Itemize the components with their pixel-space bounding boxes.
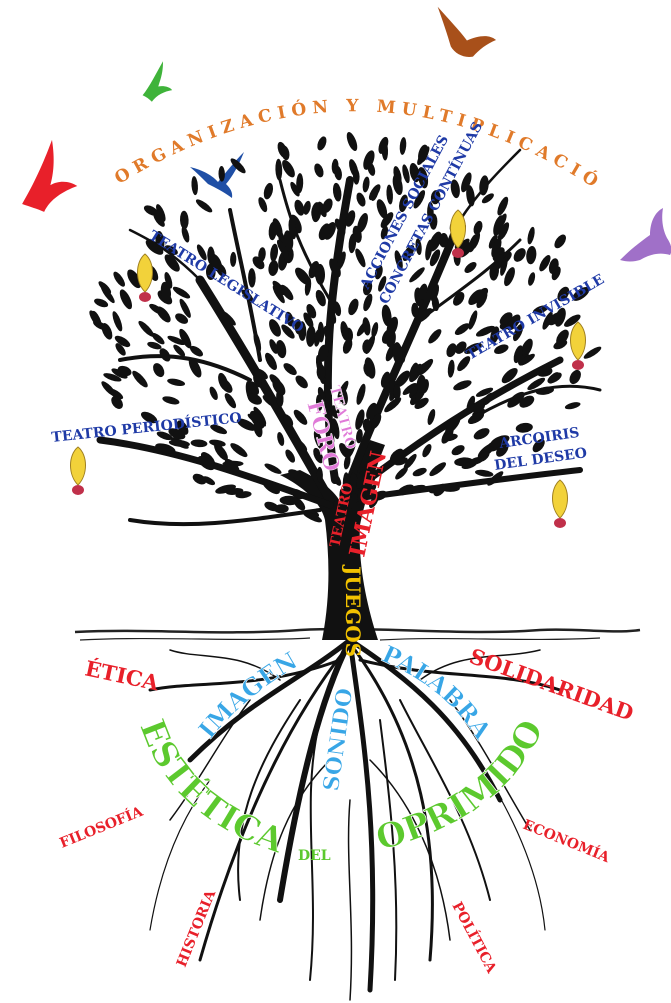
leaf bbox=[564, 401, 581, 411]
leaf bbox=[399, 137, 407, 155]
leaf bbox=[87, 309, 104, 330]
leaf bbox=[527, 271, 537, 286]
leaf bbox=[161, 395, 180, 406]
leaf bbox=[447, 359, 455, 378]
leaf bbox=[293, 373, 310, 390]
leaf bbox=[208, 385, 220, 401]
green-bird-icon bbox=[137, 61, 173, 104]
leaf bbox=[332, 182, 343, 202]
leaf bbox=[412, 466, 428, 478]
leaf bbox=[283, 448, 297, 464]
leaf bbox=[401, 164, 411, 184]
leaf bbox=[526, 226, 536, 245]
label-imagen-root: IMAGEN bbox=[192, 646, 302, 744]
leaf bbox=[190, 439, 207, 448]
leaf bbox=[276, 431, 286, 446]
leaf bbox=[567, 368, 583, 386]
label-historia: HISTORIA bbox=[174, 887, 220, 970]
leaf bbox=[191, 472, 208, 487]
label-politica: POLÍTICA bbox=[448, 898, 501, 976]
leaf bbox=[130, 369, 150, 390]
leaf bbox=[267, 260, 279, 277]
leaf bbox=[370, 321, 379, 338]
leaf bbox=[171, 285, 191, 301]
leaf bbox=[427, 460, 447, 478]
leaf bbox=[111, 270, 127, 288]
leaf bbox=[93, 297, 109, 309]
leaf bbox=[136, 319, 156, 339]
cashew-fruit-icon bbox=[71, 447, 86, 495]
leaf bbox=[426, 327, 443, 345]
leaf bbox=[463, 260, 479, 275]
leaf bbox=[111, 310, 125, 332]
leaf bbox=[248, 268, 256, 288]
leaf bbox=[345, 131, 360, 153]
leaf bbox=[341, 337, 354, 355]
title-arc: ORGANIZACIÓN Y MULTIPLICACIÓN bbox=[0, 0, 607, 195]
leaf bbox=[180, 225, 191, 243]
cashew-fruit-icon bbox=[138, 254, 153, 302]
leaf bbox=[263, 462, 283, 476]
leaf bbox=[223, 391, 239, 409]
leaf bbox=[262, 182, 274, 200]
leaf bbox=[426, 408, 437, 426]
leaf bbox=[355, 383, 368, 406]
leaf bbox=[99, 379, 117, 398]
label-solidaridad: SOLIDARIDAD bbox=[466, 643, 637, 726]
leaf bbox=[495, 195, 510, 217]
leaf bbox=[194, 197, 214, 214]
leaf bbox=[263, 351, 280, 372]
label-teatro-invisible: TEATRO INVISIBLE bbox=[464, 272, 607, 364]
leaf bbox=[361, 293, 374, 313]
leaf bbox=[346, 297, 360, 316]
leaf bbox=[228, 441, 249, 460]
label-filosofia: FILOSOFÍA bbox=[57, 802, 147, 852]
leaf bbox=[552, 232, 568, 250]
label-economia: ECONOMÍA bbox=[521, 815, 614, 867]
cashew-fruit-icon bbox=[451, 210, 466, 258]
leaf bbox=[386, 184, 394, 204]
cashew-fruit-icon bbox=[553, 480, 568, 528]
leaf bbox=[511, 246, 528, 264]
label-etica: ÉTICA bbox=[83, 655, 162, 695]
leaf bbox=[355, 191, 368, 207]
blue-bird-icon bbox=[190, 152, 244, 198]
brown-bird-icon bbox=[427, 7, 500, 64]
leaf bbox=[281, 361, 298, 377]
leaf bbox=[475, 469, 494, 478]
leaf bbox=[452, 378, 473, 392]
leaf bbox=[391, 173, 405, 196]
leaf bbox=[275, 159, 283, 181]
leaf bbox=[230, 252, 237, 267]
red-bird-icon bbox=[5, 137, 82, 218]
purple-bird-icon bbox=[620, 208, 671, 262]
leaf bbox=[316, 135, 329, 152]
label-del: DEL bbox=[298, 848, 331, 864]
leaf bbox=[167, 377, 186, 387]
leaf bbox=[525, 245, 537, 264]
leaf bbox=[353, 247, 367, 268]
leaf bbox=[280, 158, 298, 179]
cashew-fruit-icon bbox=[571, 322, 586, 370]
leaf bbox=[117, 288, 134, 311]
label-juegos: JUEGOS bbox=[341, 564, 365, 657]
leaf bbox=[269, 243, 279, 262]
leaf bbox=[450, 443, 466, 457]
leaf bbox=[362, 176, 371, 193]
leaf bbox=[191, 176, 199, 195]
leaf bbox=[472, 426, 492, 442]
leaf bbox=[151, 361, 167, 379]
leaf bbox=[312, 162, 325, 178]
